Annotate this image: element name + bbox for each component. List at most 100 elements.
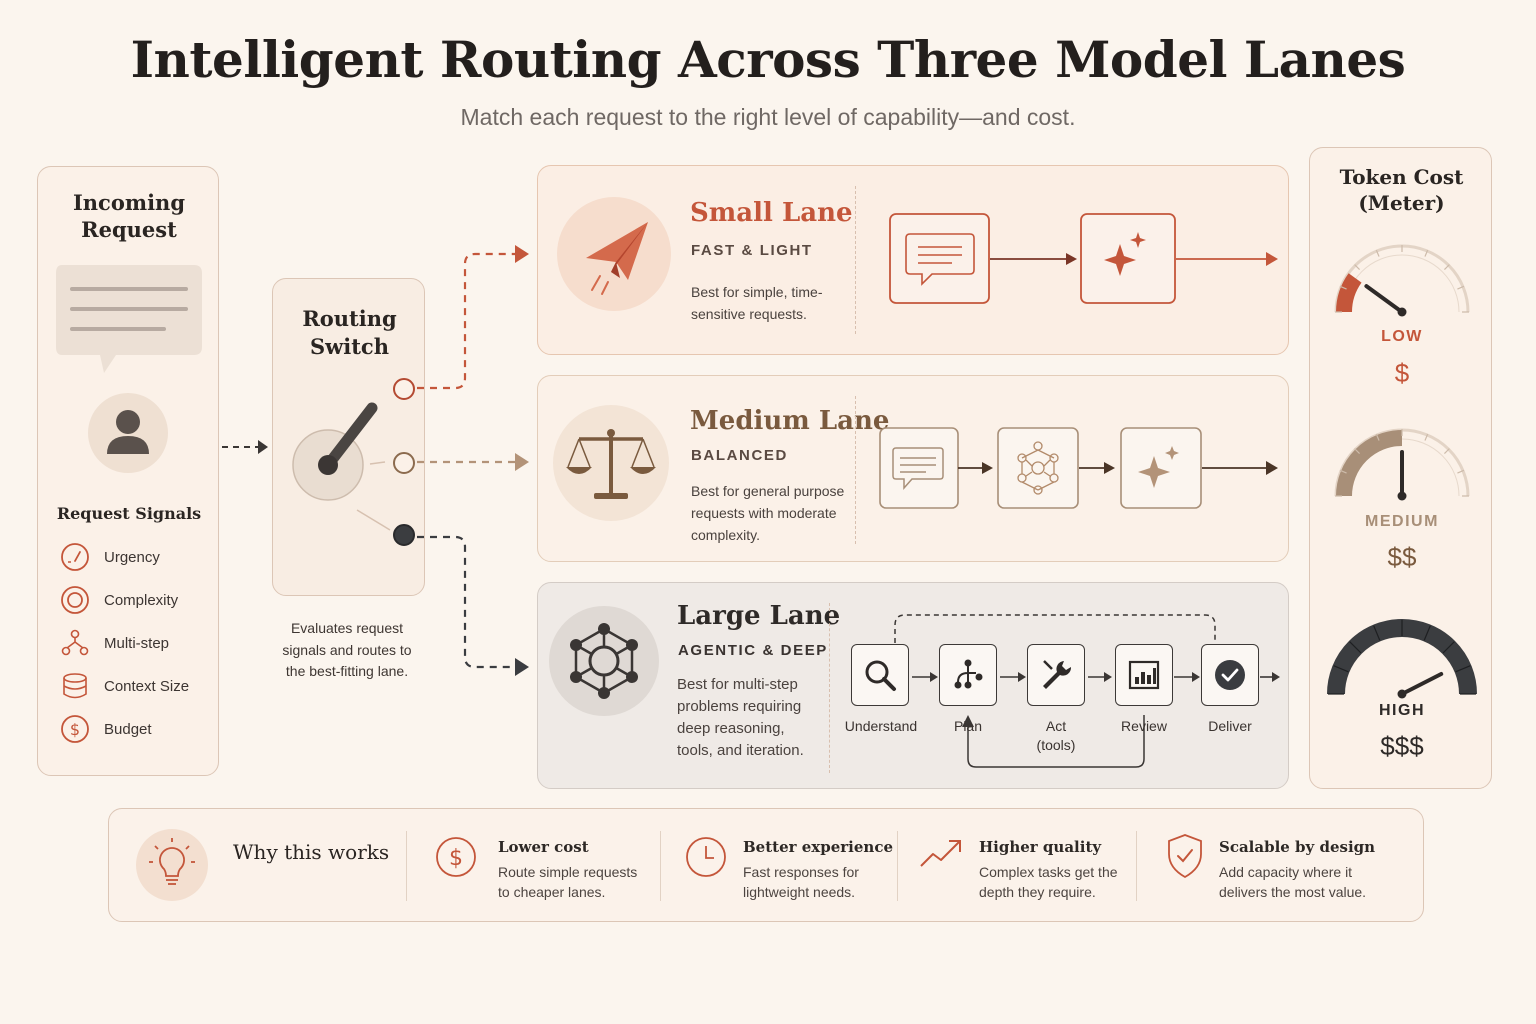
gauge-icon: [61, 543, 89, 571]
connector-large: [417, 535, 519, 669]
step-deliver[interactable]: [1201, 644, 1259, 706]
gauge-hub: [1397, 491, 1407, 501]
signal-label: Budget: [104, 720, 152, 738]
large-lane-loops: [894, 614, 1280, 768]
connector-small-arrowhead: [515, 245, 529, 263]
benefit-lower-cost: Lower cost Route simple requests to chea…: [498, 838, 637, 902]
switch-port-small[interactable]: [390, 375, 420, 405]
step-review-label: Review: [1121, 718, 1167, 734]
large-desc-line2: problems requiring: [677, 698, 802, 715]
meter-high-cost: $$$: [1380, 731, 1424, 761]
medium-lane-panel[interactable]: Medium Lane BALANCED Best for general pu…: [537, 375, 1289, 562]
step-act-label-line1: Act: [1045, 718, 1067, 734]
why-this-works-panel: Why this works $ Lower cost Route simple…: [108, 808, 1424, 922]
target-icon: [61, 586, 89, 614]
plan-tree-icon: [954, 659, 983, 689]
step-act-label: Act (tools): [1011, 717, 1101, 755]
branch-icon: [61, 629, 89, 656]
gauge-medium: [1334, 428, 1470, 501]
gauge-fill: [1336, 273, 1362, 313]
gauge-track: [1327, 619, 1477, 695]
step-review[interactable]: [1115, 644, 1173, 706]
gauge-fill: [1336, 430, 1403, 497]
svg-text:$: $: [449, 846, 463, 871]
user-avatar-icon: [88, 393, 168, 473]
medium-lane-title: Medium Lane: [690, 406, 890, 436]
footer-divider-3: [897, 831, 898, 901]
switch-port-large[interactable]: [390, 521, 420, 551]
medium-sparkle-icon: [1138, 456, 1170, 488]
small-desc-line2: sensitive requests.: [691, 306, 807, 322]
medium-lane-divider: [855, 396, 856, 544]
router-caption-line1: Evaluates request: [290, 620, 404, 636]
benefit-title: Better experience: [743, 838, 893, 856]
benefit-desc: Route simple requests to cheaper lanes.: [498, 862, 637, 902]
incoming-request-panel: Incoming Request Request Signals Urgency…: [37, 166, 219, 776]
meter-title: Token Cost (Meter): [1310, 164, 1493, 216]
meter-low-label: LOW: [1381, 328, 1423, 345]
signal-urgency: Urgency: [60, 542, 160, 572]
step-act[interactable]: [1027, 644, 1085, 706]
signal-label: Multi-step: [104, 634, 170, 652]
paper-plane-icon: [557, 197, 671, 311]
small-lane-flow: [889, 213, 1278, 304]
benefit-desc-line1: Add capacity where it: [1219, 864, 1353, 880]
shield-check-icon: [1168, 834, 1202, 879]
why-title: Why this works: [233, 840, 390, 864]
wrench-icon: [1043, 660, 1072, 689]
token-cost-meter-panel: Token Cost (Meter) LOW $ MEDIUM $$ HIGH …: [1309, 147, 1492, 789]
gauge-needle: [1400, 672, 1444, 696]
chat-bubble-icon: [56, 265, 202, 373]
router-title-line2: Switch: [310, 334, 389, 359]
routing-switch-title: Routing Switch: [273, 305, 426, 361]
medium-chat-icon: [892, 447, 944, 490]
large-desc-line4: tools, and iteration.: [677, 742, 804, 759]
router-caption: Evaluates request signals and routes to …: [262, 618, 432, 683]
large-lane-title: Large Lane: [677, 601, 841, 631]
router-caption-line3: the best-fitting lane.: [285, 663, 409, 679]
benefit-desc-line2: delivers the most value.: [1219, 884, 1367, 900]
medium-desc-line2: requests with moderate: [691, 505, 837, 521]
trend-up-icon: [920, 840, 961, 867]
switch-port-medium[interactable]: [390, 449, 420, 479]
signal-complexity: Complexity: [60, 585, 178, 615]
benefit-desc-line1: Fast responses for: [743, 864, 859, 880]
large-lane-panel[interactable]: Large Lane AGENTIC & DEEP Best for multi…: [537, 582, 1289, 789]
benefit-desc-line2: to cheaper lanes.: [498, 884, 606, 900]
router-connectors: [417, 245, 529, 676]
step-understand[interactable]: [851, 644, 909, 706]
small-desc-line1: Best for simple, time-: [691, 284, 823, 300]
step-plan[interactable]: [939, 644, 997, 706]
signal-label: Urgency: [104, 548, 160, 566]
incoming-title-line2: Request: [81, 217, 177, 242]
page-title: Intelligent Routing Across Three Model L…: [130, 30, 1406, 89]
network-hub-icon: [549, 606, 659, 716]
benefit-better-experience: Better experience Fast responses for lig…: [743, 838, 893, 902]
router-title-line1: Routing: [302, 306, 397, 331]
meter-high-label: HIGH: [1379, 702, 1425, 719]
small-step-chat-box: [889, 213, 990, 304]
large-lane-subtitle: AGENTIC & DEEP: [678, 642, 828, 659]
medium-lane-desc: Best for general purpose requests with m…: [691, 480, 844, 546]
benefit-title: Higher quality: [979, 838, 1102, 856]
signal-label: Complexity: [104, 591, 179, 609]
dollar-icon: $: [436, 837, 476, 877]
connector-medium-arrowhead: [515, 453, 529, 471]
medium-step-chat-box: [879, 427, 959, 509]
meter-medium-label: MEDIUM: [1365, 513, 1439, 530]
benefit-higher-quality: Higher quality Complex tasks get the dep…: [979, 838, 1118, 902]
check-circle-icon: [1215, 660, 1245, 690]
large-desc-line3: deep reasoning,: [677, 720, 785, 737]
benefit-desc: Complex tasks get the depth they require…: [979, 862, 1118, 902]
medium-lane-flow: [879, 427, 1278, 509]
switch-lever-graphic[interactable]: [272, 278, 432, 596]
dollar-icon: $: [61, 715, 89, 743]
small-lane-panel[interactable]: Small Lane FAST & LIGHT Best for simple,…: [537, 165, 1289, 355]
deliver-loop-dashed: [894, 614, 1216, 643]
large-desc-line1: Best for multi-step: [677, 676, 798, 693]
medium-desc-line3: complexity.: [691, 527, 760, 543]
router-caption-line2: signals and routes to: [282, 641, 412, 658]
medium-network-icon: [1017, 441, 1059, 495]
medium-step-spark-box: [1120, 427, 1202, 509]
benefit-title: Scalable by design: [1219, 838, 1376, 856]
